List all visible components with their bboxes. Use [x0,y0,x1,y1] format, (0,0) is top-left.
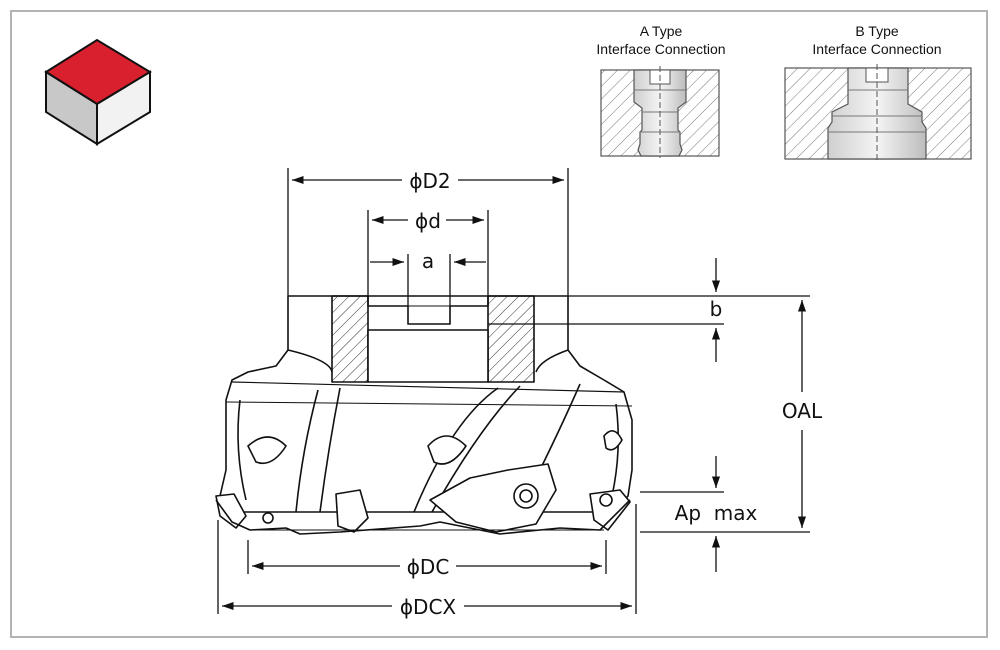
b-type-interface-diagram: B Type Interface Connection [784,23,972,161]
b-type-subtitle: Interface Connection [812,41,941,57]
milling-cutter-body [215,295,633,535]
ap-max-label: Ap max [675,501,758,525]
dimension-lines [217,168,810,614]
d-label: ϕd [415,209,441,233]
a-label: a [422,249,434,273]
a-type-title: A Type [640,23,683,39]
dc-label: ϕDC [407,555,450,579]
d2-label: ϕD2 [409,169,450,193]
oal-label: OAL [782,399,823,423]
a-type-subtitle: Interface Connection [596,41,725,57]
logo-cube [44,38,152,146]
dcx-label: ϕDCX [400,595,457,619]
b-label: b [710,297,723,321]
a-type-interface-diagram: A Type Interface Connection [596,23,726,158]
b-type-title: B Type [855,23,899,39]
